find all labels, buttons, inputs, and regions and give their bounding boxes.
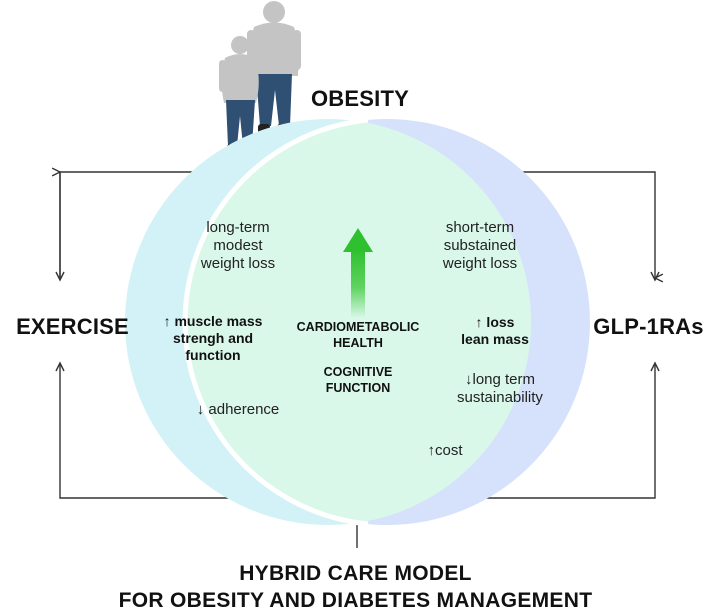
bracket-arrowheads	[55, 271, 660, 372]
glp-weight-text: short-term substained weight loss	[442, 219, 518, 272]
exercise-muscle-text: ↑ muscle mass strengh and function	[163, 313, 263, 363]
exercise-weight-text: long-term modest weight loss	[200, 219, 276, 272]
glp-label: GLP-1RAs	[593, 314, 704, 339]
exercise-adherence-text: ↓ adherence	[196, 401, 280, 418]
cognitive-text: COGNITIVE FUNCTION	[323, 365, 393, 395]
footer-title-line1: HYBRID CARE MODEL	[239, 562, 472, 585]
overlap-region	[184, 119, 531, 525]
overlap-divider	[182, 117, 369, 527]
arrow-down-right	[650, 271, 660, 282]
obesity-label: OBESITY	[311, 86, 409, 111]
glp-cost-text: ↑cost	[427, 442, 463, 459]
footer-title-line2: FOR OBESITY AND DIABETES MANAGEMENT	[118, 589, 593, 612]
exercise-label: EXERCISE	[16, 314, 129, 339]
arrow-up-right	[650, 361, 660, 372]
up-arrow-icon	[343, 228, 373, 318]
glp-sustain-text: ↓long term sustainability	[457, 371, 543, 406]
glp-loss-text: ↑ loss lean mass	[461, 314, 529, 347]
arrow-down-left	[55, 271, 65, 282]
arrow-up-left	[55, 361, 65, 372]
cardiometabolic-text: CARDIOMETABOLIC HEALTH	[296, 320, 420, 350]
